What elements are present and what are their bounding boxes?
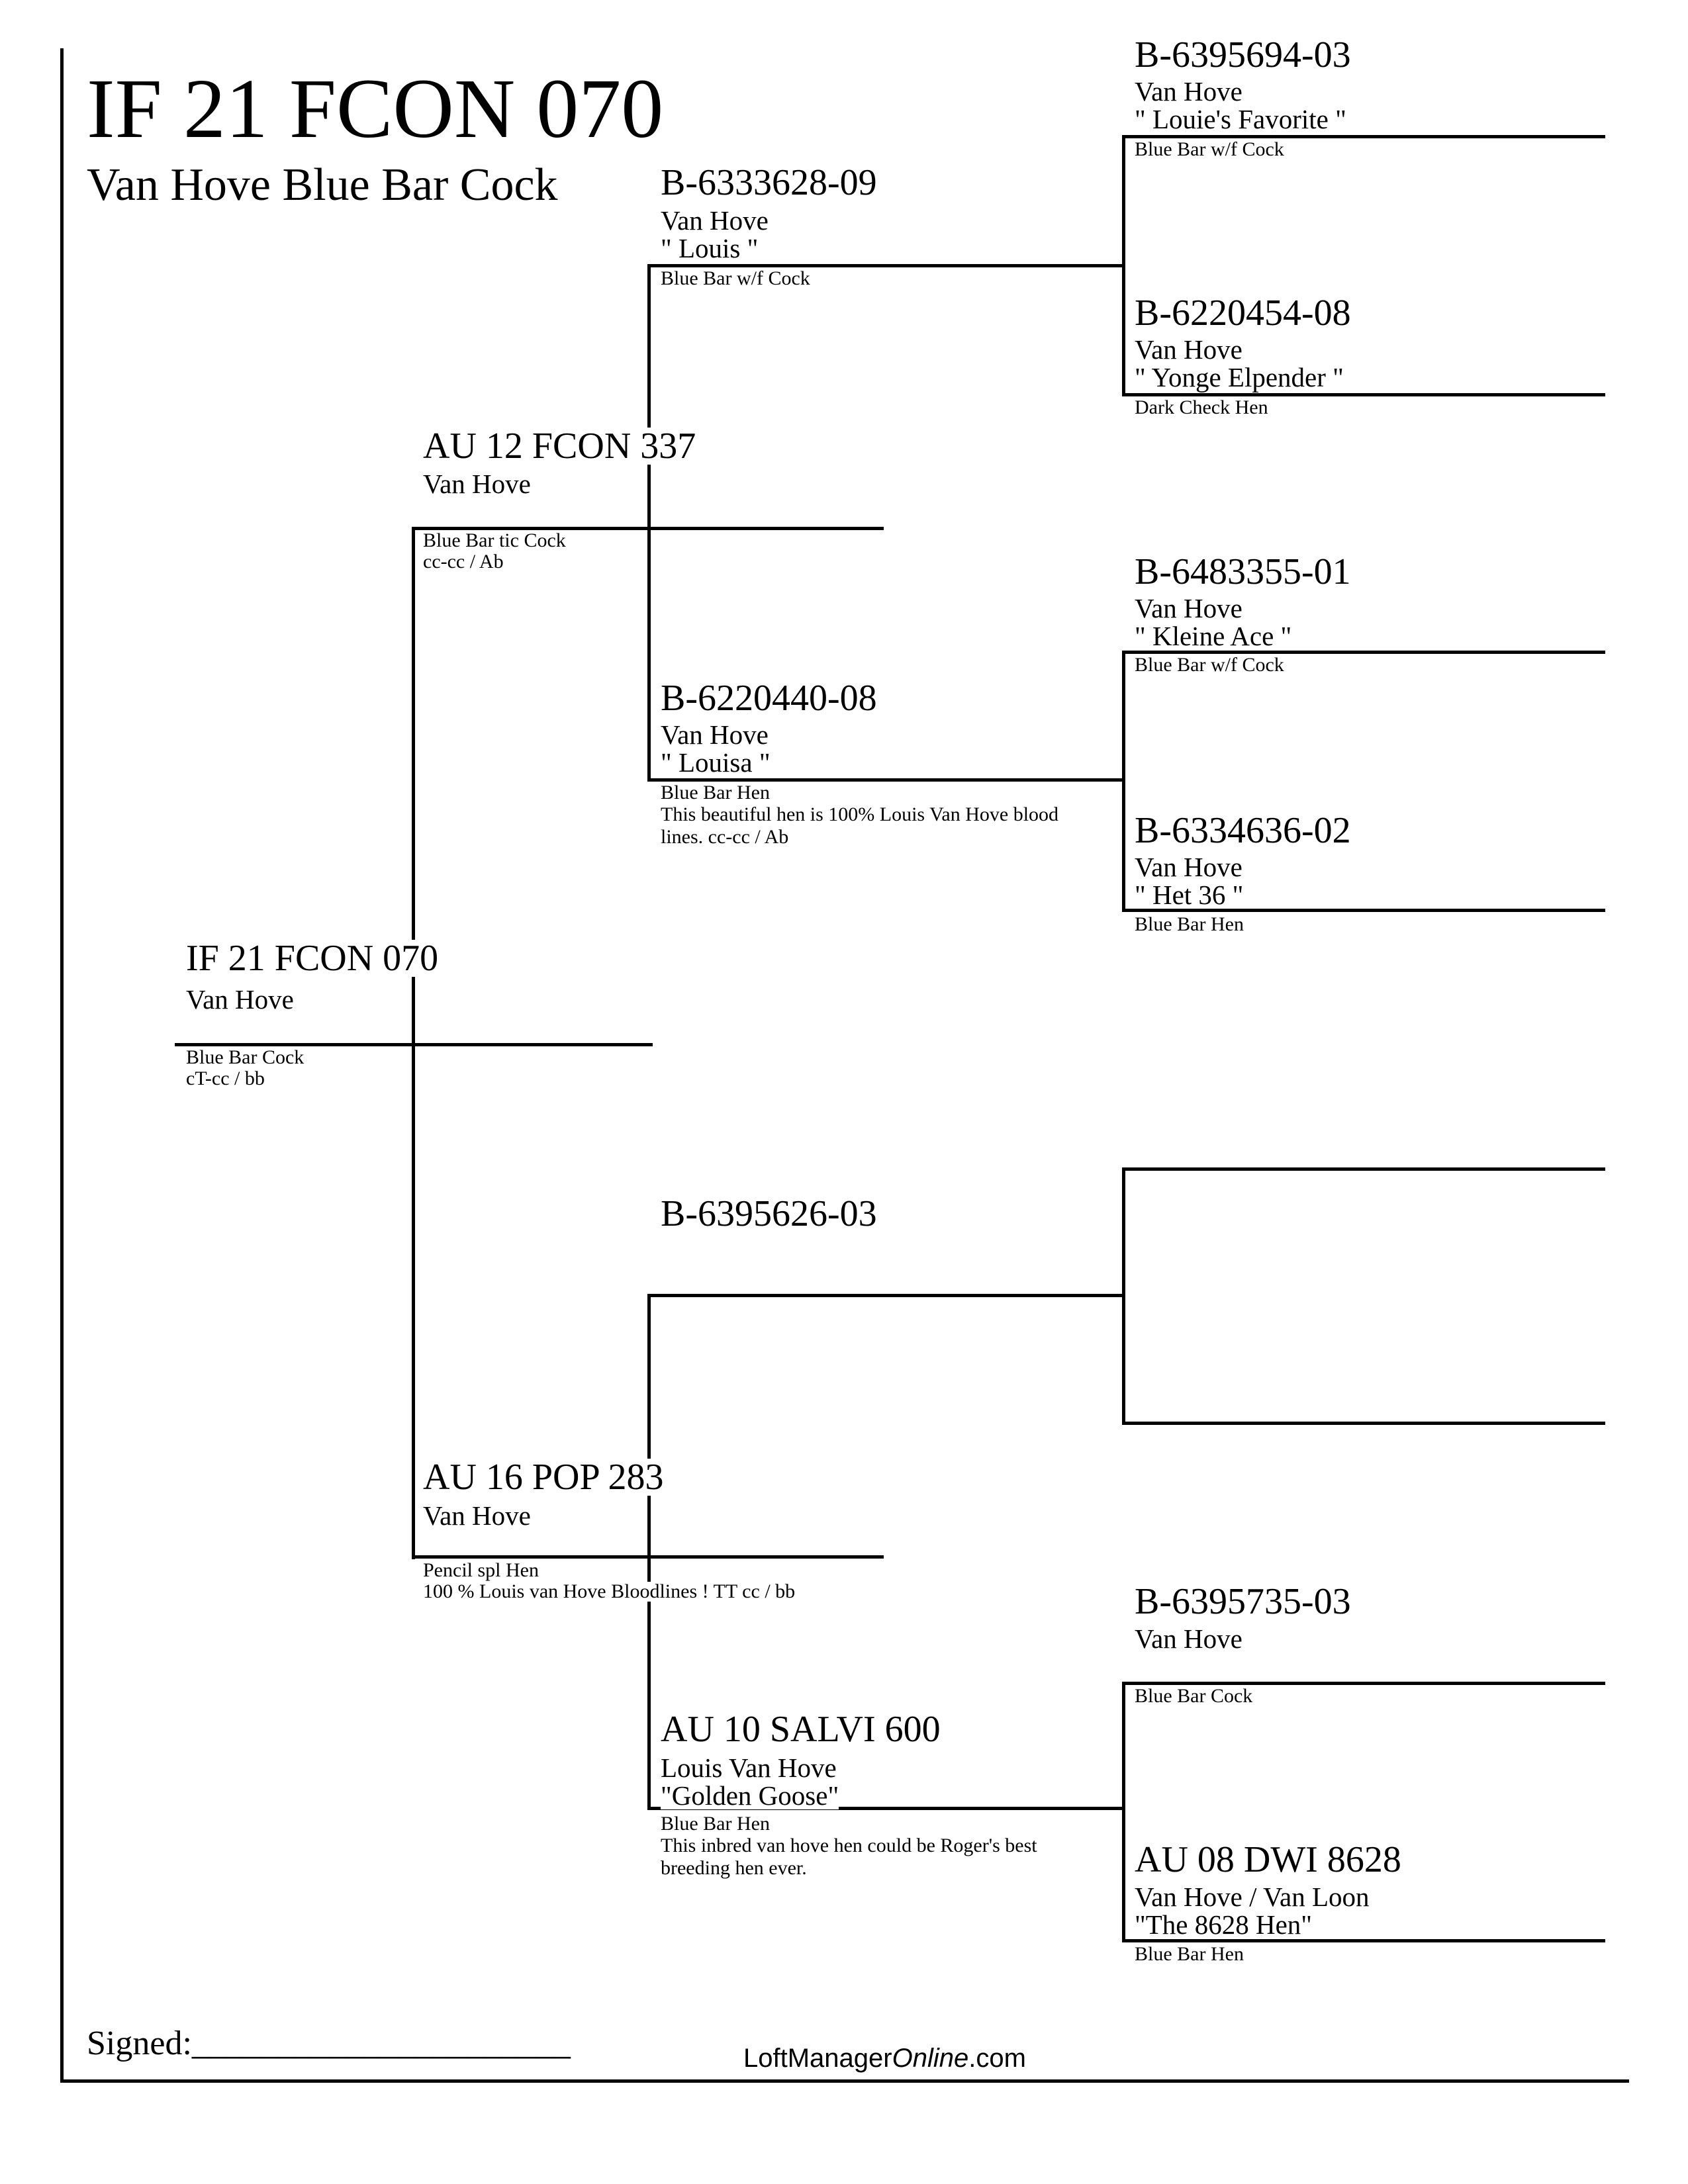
page-subtitle: Van Hove Blue Bar Cock bbox=[87, 159, 558, 210]
ss-sire-band: B-6395694-03 bbox=[1135, 34, 1351, 75]
subject-notes: cT-cc / bb bbox=[186, 1068, 265, 1089]
sire-connector bbox=[647, 264, 651, 782]
ss-dam-line bbox=[1122, 393, 1605, 396]
dd-sire-band: B-6395735-03 bbox=[1135, 1581, 1351, 1622]
dd-dam-owner: Van Hove / Van Loon bbox=[1135, 1882, 1370, 1912]
subject-band: IF 21 FCON 070 bbox=[186, 938, 439, 979]
sd-sire-owner: Van Hove bbox=[1135, 593, 1243, 623]
dam-owner: Van Hove bbox=[423, 1500, 531, 1531]
sd-connector bbox=[1122, 651, 1125, 911]
sire-dam-band: B-6220440-08 bbox=[661, 678, 877, 719]
dam-dam-line bbox=[647, 1807, 1124, 1810]
sire-dam-line bbox=[647, 778, 1124, 782]
brand-footer: LoftManagerOnline.com bbox=[743, 2045, 1026, 2071]
sd-dam-name: " Het 36 " bbox=[1135, 880, 1244, 910]
sire-band: AU 12 FCON 337 bbox=[423, 426, 696, 467]
signature-field: Signed:______________________ bbox=[87, 2025, 571, 2062]
sd-sire-band: B-6483355-01 bbox=[1135, 551, 1351, 592]
sire-notes: cc-cc / Ab bbox=[423, 551, 504, 572]
ss-dam-color: Dark Check Hen bbox=[1135, 396, 1268, 418]
dd-sire-owner: Van Hove bbox=[1135, 1623, 1243, 1654]
dd-sire-color: Blue Bar Cock bbox=[1135, 1685, 1253, 1707]
sire-dam-name: " Louisa " bbox=[661, 747, 771, 778]
sire-owner: Van Hove bbox=[423, 469, 531, 499]
page-title: IF 21 FCON 070 bbox=[87, 62, 664, 156]
dd-dam-color: Blue Bar Hen bbox=[1135, 1943, 1244, 1965]
subject-owner: Van Hove bbox=[186, 984, 294, 1015]
dam-sire-band: B-6395626-03 bbox=[661, 1193, 877, 1234]
dam-dam-name: "Golden Goose" bbox=[661, 1780, 839, 1811]
sd-sire-line bbox=[1122, 651, 1605, 654]
ds-sire-line bbox=[1122, 1167, 1605, 1171]
dam-dam-color: Blue Bar Hen bbox=[661, 1813, 770, 1835]
dd-sire-line bbox=[1122, 1682, 1605, 1685]
dam-dam-band: AU 10 SALVI 600 bbox=[661, 1709, 941, 1750]
ss-dam-name: " Yonge Elpender " bbox=[1135, 362, 1344, 392]
ss-connector bbox=[1122, 135, 1125, 396]
ss-sire-owner: Van Hove bbox=[1135, 76, 1243, 107]
dam-color: Pencil spl Hen bbox=[423, 1559, 539, 1581]
ss-sire-color: Blue Bar w/f Cock bbox=[1135, 138, 1284, 160]
sd-dam-band: B-6334636-02 bbox=[1135, 810, 1351, 851]
ss-dam-band: B-6220454-08 bbox=[1135, 293, 1351, 334]
sire-sire-color: Blue Bar w/f Cock bbox=[661, 267, 810, 289]
dd-dam-name: "The 8628 Hen" bbox=[1135, 1909, 1313, 1940]
ds-connector bbox=[1122, 1167, 1125, 1424]
sire-dam-notes-2: lines. cc-cc / Ab bbox=[661, 826, 789, 848]
dd-dam-line bbox=[1122, 1939, 1605, 1942]
page-border-left bbox=[60, 48, 64, 2083]
sire-dam-owner: Van Hove bbox=[661, 719, 769, 750]
dam-notes: 100 % Louis van Hove Bloodlines ! TT cc … bbox=[423, 1580, 796, 1602]
dam-sire-line bbox=[647, 1294, 1124, 1297]
subject-color: Blue Bar Cock bbox=[186, 1046, 305, 1068]
sd-dam-line bbox=[1122, 909, 1605, 912]
dd-connector bbox=[1122, 1682, 1125, 1942]
sire-sire-owner: Van Hove bbox=[661, 205, 769, 236]
dam-dam-notes-2: breeding hen ever. bbox=[661, 1857, 807, 1879]
sire-dam-notes-1: This beautiful hen is 100% Louis Van Hov… bbox=[661, 803, 1059, 825]
sire-sire-name: " Louis " bbox=[661, 233, 759, 263]
ss-sire-line bbox=[1122, 135, 1605, 138]
brand-prefix: LoftManager bbox=[743, 2044, 892, 2073]
sire-sire-band: B-6333628-09 bbox=[661, 162, 877, 203]
subject-connector bbox=[412, 527, 415, 1559]
ss-dam-owner: Van Hove bbox=[1135, 334, 1243, 365]
sire-sire-line bbox=[647, 264, 1124, 267]
brand-italic: Online bbox=[892, 2044, 969, 2073]
brand-suffix: .com bbox=[968, 2044, 1026, 2073]
ds-dam-line bbox=[1122, 1422, 1605, 1425]
sd-sire-color: Blue Bar w/f Cock bbox=[1135, 654, 1284, 676]
sd-sire-name: " Kleine Ace " bbox=[1135, 621, 1292, 651]
sd-dam-color: Blue Bar Hen bbox=[1135, 913, 1244, 935]
dam-connector bbox=[647, 1294, 651, 1810]
sd-dam-owner: Van Hove bbox=[1135, 852, 1243, 882]
page-border-bottom bbox=[60, 2079, 1629, 2083]
dd-dam-band: AU 08 DWI 8628 bbox=[1135, 1839, 1401, 1880]
sire-dam-color: Blue Bar Hen bbox=[661, 782, 770, 803]
dam-band: AU 16 POP 283 bbox=[423, 1457, 664, 1498]
dam-dam-notes-1: This inbred van hove hen could be Roger'… bbox=[661, 1835, 1037, 1856]
ss-sire-name: " Louie's Favorite " bbox=[1135, 104, 1346, 134]
sire-color: Blue Bar tic Cock bbox=[423, 529, 566, 551]
dam-dam-owner: Louis Van Hove bbox=[661, 1752, 837, 1783]
